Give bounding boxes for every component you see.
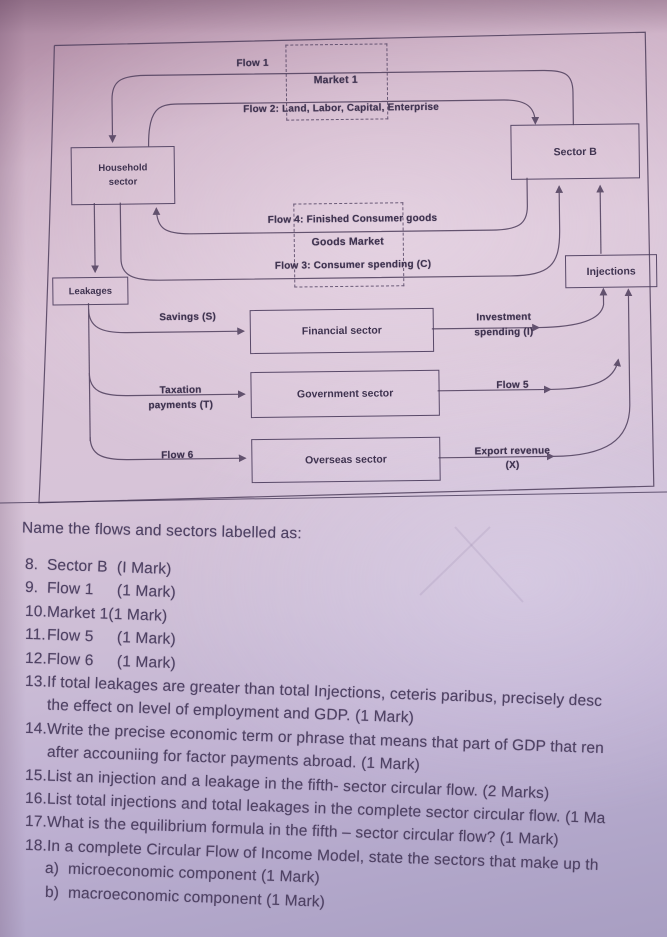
savings-label: Savings (S)	[159, 311, 217, 324]
question-number: a)	[44, 860, 60, 878]
leakage-trunk-line	[87, 303, 91, 442]
financial-sector-box: Financial sector	[249, 307, 435, 355]
export-line2: (X)	[505, 459, 520, 471]
flow1-label: Flow 1	[236, 57, 269, 70]
leakages-box: Leakages	[52, 276, 129, 306]
taxation-line2: payments (T)	[148, 399, 214, 412]
flow4-arrow	[152, 177, 528, 235]
question-text: Flow 1	[46, 580, 94, 599]
question-marks: (1 Mark)	[116, 582, 177, 602]
taxation-arrow	[88, 373, 246, 399]
investment-up-arrow	[538, 287, 608, 329]
flow6-arrow	[89, 437, 247, 463]
investment-spending-label: Investment spending (I)	[449, 309, 559, 340]
question-text: Market 1(1 Mark)	[46, 603, 168, 625]
household-label-line1: Household	[98, 162, 148, 174]
injections-box: Injections	[564, 254, 658, 289]
question-number: 18.	[24, 836, 48, 855]
export-up-arrow	[553, 288, 633, 458]
financial-sector-label: Financial sector	[301, 324, 382, 338]
question-number: 14.	[24, 719, 48, 738]
taxation-payments-label: Taxation payments (T)	[128, 382, 232, 413]
question-text: Flow 5	[46, 626, 94, 646]
question-number: 10.	[24, 602, 48, 621]
goods-market-label: Goods Market	[311, 235, 385, 249]
question-number	[25, 756, 47, 757]
flow5-arrow	[437, 385, 552, 394]
question-number: 12.	[24, 649, 48, 668]
question-number: b)	[44, 883, 60, 902]
overseas-sector-label: Overseas sector	[304, 453, 387, 467]
overseas-sector-box: Overseas sector	[251, 436, 441, 484]
question-number: 15.	[24, 766, 48, 785]
household-sector-box: Household sector	[70, 146, 176, 206]
export-arrow	[438, 452, 555, 461]
diagram-outer-frame	[38, 31, 655, 504]
question-text: Flow 6	[46, 650, 94, 669]
question-marks: (I Mark)	[116, 559, 172, 578]
taxation-line1: Taxation	[159, 384, 202, 397]
question-number: 9.	[24, 579, 39, 597]
leakages-label: Leakages	[68, 285, 113, 297]
leakage-down-arrow	[91, 202, 99, 274]
question-text: Sector B	[46, 556, 108, 576]
market1-label: Market 1	[313, 73, 358, 87]
investment-line1: Investment	[476, 311, 532, 324]
diagram-lines	[38, 31, 655, 504]
investment-line2: spending (I)	[474, 326, 534, 339]
government-sector-box: Government sector	[250, 369, 440, 419]
flow6-label: Flow 6	[161, 449, 194, 462]
question-number: 16.	[24, 789, 48, 808]
circular-flow-diagram: Household sector Sector B Leakages Injec…	[38, 31, 658, 504]
question-marks: (1 Mark)	[116, 652, 177, 672]
government-sector-label: Government sector	[296, 387, 394, 401]
export-line1: Export revenue	[474, 445, 551, 458]
sector-b-label: Sector B	[553, 145, 597, 158]
question-number: 11.	[24, 626, 47, 644]
export-revenue-label: Export revenue (X)	[452, 444, 572, 473]
question-number: 17.	[24, 813, 48, 832]
injections-to-sectorb-arrow	[596, 184, 605, 254]
injections-label: Injections	[586, 264, 636, 278]
flow2-arrow	[147, 99, 540, 147]
question-number: 13.	[24, 672, 48, 691]
sector-b-box: Sector B	[510, 123, 641, 180]
savings-arrow	[87, 309, 246, 336]
flow5-up-arrow	[550, 358, 621, 391]
investment-arrow	[431, 323, 541, 332]
flow5-label: Flow 5	[496, 379, 529, 392]
questions-intro: Name the flows and sectors labelled as:	[21, 519, 302, 543]
household-label-line2: sector	[108, 176, 138, 188]
question-number: 8.	[24, 555, 39, 574]
question-marks: (1 Mark)	[116, 629, 177, 649]
question-number	[25, 709, 47, 710]
flow1-arrow	[108, 69, 574, 143]
flow3-arrow	[119, 185, 564, 281]
questions-list: Name the flows and sectors labelled as: …	[0, 516, 667, 910]
